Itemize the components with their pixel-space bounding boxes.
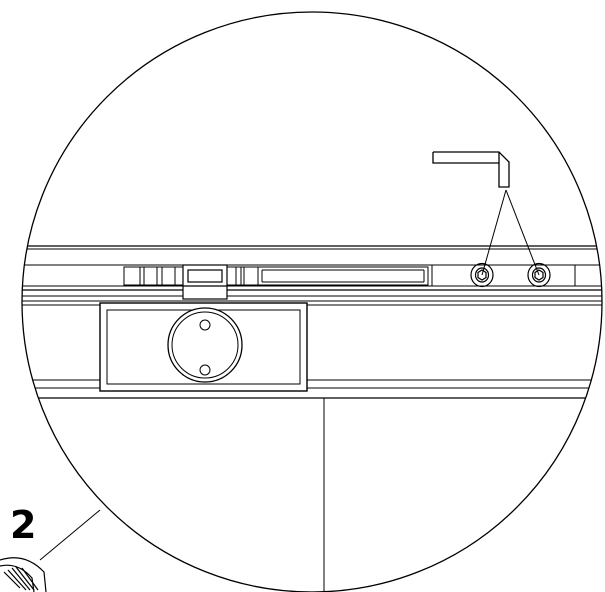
rail-slot: [123, 266, 429, 286]
detail-view-circle: [21, 11, 603, 592]
hex-socket-screw-icon: [470, 262, 494, 288]
round-lock-knob: [167, 307, 243, 383]
rail-assembly: [22, 245, 602, 592]
hex-socket-screw-icon: [527, 262, 551, 288]
connector-tab: [182, 264, 228, 300]
callout-leader-line: [39, 509, 101, 561]
partial-part-thumbnail: [0, 557, 47, 592]
step-number: 2: [10, 503, 36, 547]
tool-leader-lines: [481, 189, 540, 276]
hex-key-icon: [432, 151, 510, 188]
